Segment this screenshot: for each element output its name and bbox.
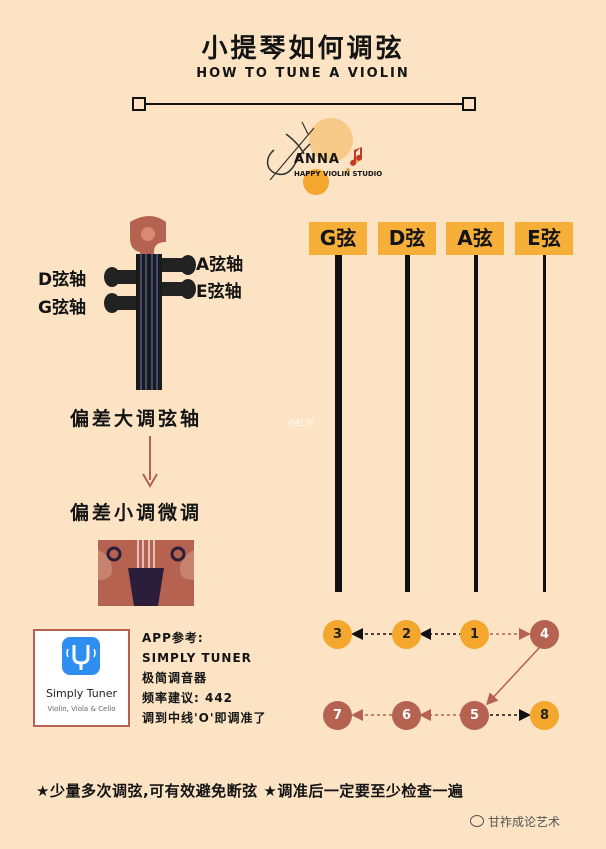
big-deviation-step: 偏差大调弦轴 — [70, 408, 203, 430]
simply-tuner-app-icon: Simply Tuner Violin, Viola & Cello — [33, 629, 130, 727]
string-d — [405, 255, 410, 592]
string-label-a: A弦 — [446, 222, 504, 255]
app-icon-name: Simply Tuner — [45, 687, 118, 700]
string-e — [543, 255, 546, 592]
app-info-line: 频率建议: 442 — [142, 691, 234, 705]
wechat-watermark: 甘祚成论艺术 — [470, 813, 560, 830]
logo-studio: HAPPY VIOLIN STUDIO — [294, 170, 383, 178]
tuner-fork-icon — [62, 637, 100, 675]
string-g — [335, 255, 342, 592]
order-step-5: 5 — [460, 701, 489, 730]
string-a — [474, 255, 478, 592]
order-step-1: 1 — [460, 620, 489, 649]
order-step-8: 8 — [530, 701, 559, 730]
app-info-line: 调到中线'O'即调准了 — [142, 711, 267, 725]
app-info-line: 极简调音器 — [142, 671, 208, 685]
violin-pegbox-illustration — [104, 216, 196, 390]
order-step-7: 7 — [323, 701, 352, 730]
d-peg-label: D弦轴 — [38, 270, 87, 290]
order-step-4: 4 — [530, 620, 559, 649]
arrow-down-icon — [142, 436, 158, 488]
app-icon-subtitle: Violin, Viola & Cello — [47, 705, 116, 713]
string-label-g: G弦 — [309, 222, 367, 255]
watermark-text: 甘祚成论艺术 — [488, 815, 561, 829]
center-watermark: 小红书 — [287, 419, 315, 429]
tailpiece-illustration — [98, 540, 194, 606]
violin-logo-icon — [266, 118, 363, 195]
small-deviation-step: 偏差小调微调 — [70, 502, 203, 524]
page-title: 小提琴如何调弦 — [201, 34, 405, 64]
app-info-line: SIMPLY TUNER — [142, 651, 252, 665]
studio-logo: ANNA HAPPY VIOLIN STUDIO — [256, 110, 396, 200]
string-label-d: D弦 — [378, 222, 436, 255]
order-step-2: 2 — [392, 620, 421, 649]
g-peg-label: G弦轴 — [38, 298, 86, 318]
title-divider — [132, 97, 476, 111]
app-info: APP参考: SIMPLY TUNER 极简调音器 频率建议: 442 调到中线… — [142, 628, 267, 728]
page-subtitle: HOW TO TUNE A VIOLIN — [196, 66, 410, 81]
e-peg-label: E弦轴 — [196, 282, 242, 302]
app-info-line: APP参考: — [142, 631, 204, 645]
order-step-6: 6 — [392, 701, 421, 730]
footer-tips: ★少量多次调弦,可有效避免断弦 ★调准后一定要至少检查一遍 — [36, 782, 464, 800]
logo-name: ANNA — [294, 152, 340, 167]
a-peg-label: A弦轴 — [196, 255, 244, 275]
tuning-order-arrows — [351, 628, 541, 721]
order-step-3: 3 — [323, 620, 352, 649]
wechat-icon — [470, 815, 484, 827]
string-label-e: E弦 — [515, 222, 573, 255]
